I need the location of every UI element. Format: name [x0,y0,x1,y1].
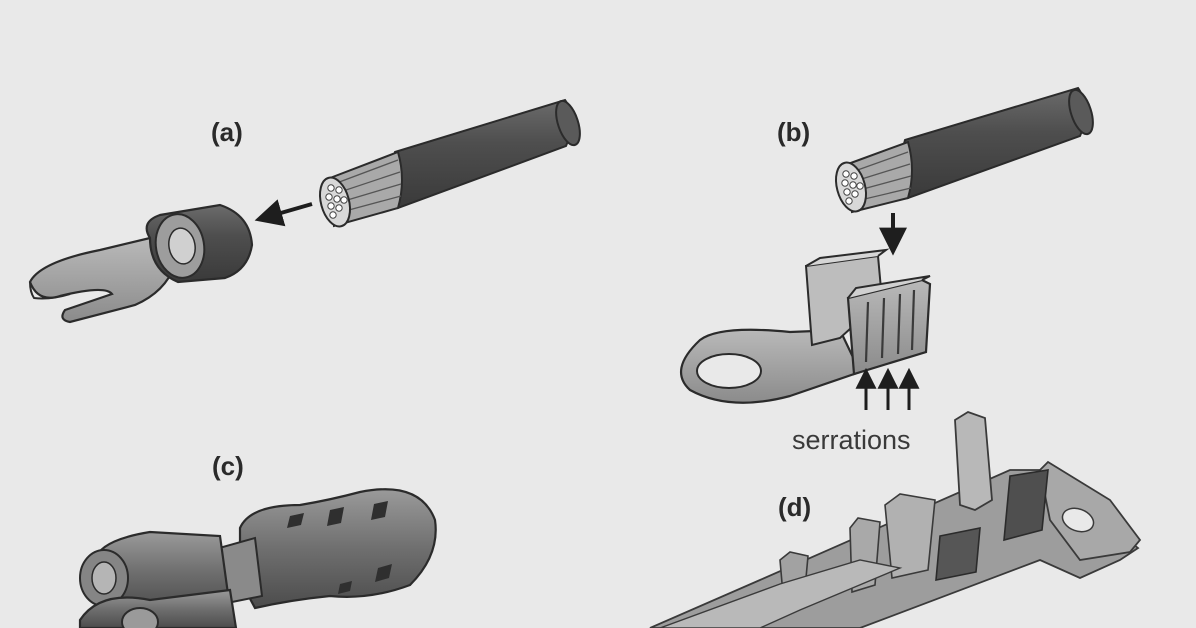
insert-arrow-a [254,199,313,227]
spade-terminal [28,203,254,324]
wire-b [835,86,1094,214]
panel-d-label: (d) [778,492,811,522]
serrations-label: serrations [792,425,911,455]
serration-lines [864,289,916,363]
ring-terminal [680,248,932,404]
serration-arrows [855,367,920,410]
panel-a-label: (a) [211,117,243,147]
panel-b-label: (b) [777,117,810,147]
panel-b-illustration [680,86,1094,410]
panel-c-illustration [78,488,437,628]
panel-c-label: (c) [212,451,244,481]
panel-a-illustration [28,98,581,324]
wire-a [319,98,581,228]
panel-d-illustration [649,411,1142,628]
sleeve-ridges [287,501,392,594]
